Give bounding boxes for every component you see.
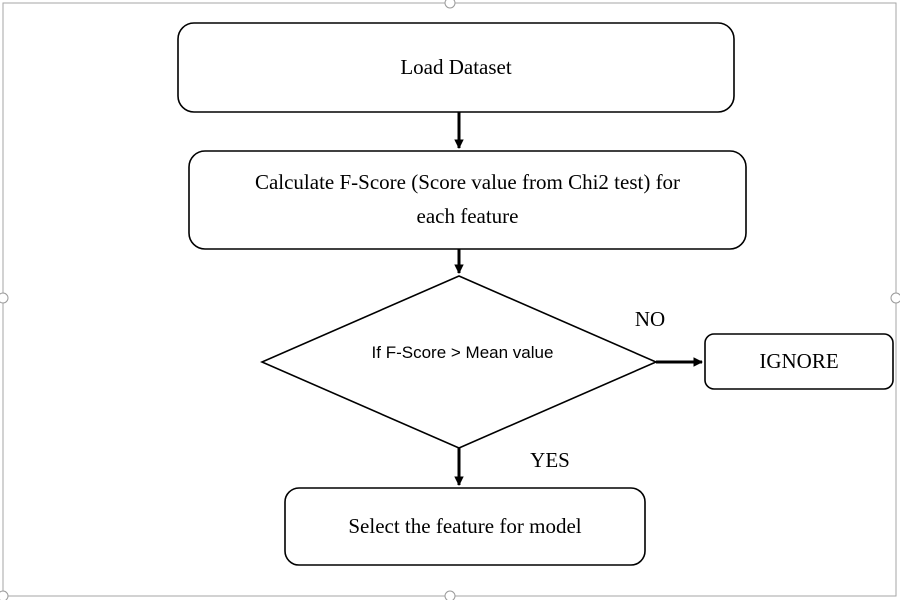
select-feature-box <box>284 487 646 566</box>
resize-handle-bottom[interactable] <box>444 590 456 600</box>
resize-handle-left[interactable] <box>0 292 9 304</box>
calculate-fscore-box <box>188 150 747 250</box>
calculate-fscore-line1: Calculate F-Score (Score value from Chi2… <box>254 170 681 195</box>
resize-handle-top[interactable] <box>444 0 456 9</box>
resize-handle-bottom-left[interactable] <box>0 590 9 600</box>
ignore-box <box>704 333 894 390</box>
edge-label-yes: YES <box>530 448 570 473</box>
decision-label: If F-Score > Mean value <box>371 343 554 363</box>
calculate-fscore-line2: each feature <box>416 204 519 228</box>
load-dataset-label: Load Dataset <box>400 54 512 79</box>
select-feature-label: Select the feature for model <box>348 513 582 538</box>
resize-handle-right[interactable] <box>890 292 900 304</box>
ignore-label: IGNORE <box>759 348 839 373</box>
load-dataset-box <box>177 22 735 113</box>
calculate-fscore-label: Calculate F-Score (Score value from Chi2… <box>189 151 746 249</box>
edge-label-no: NO <box>634 307 666 332</box>
